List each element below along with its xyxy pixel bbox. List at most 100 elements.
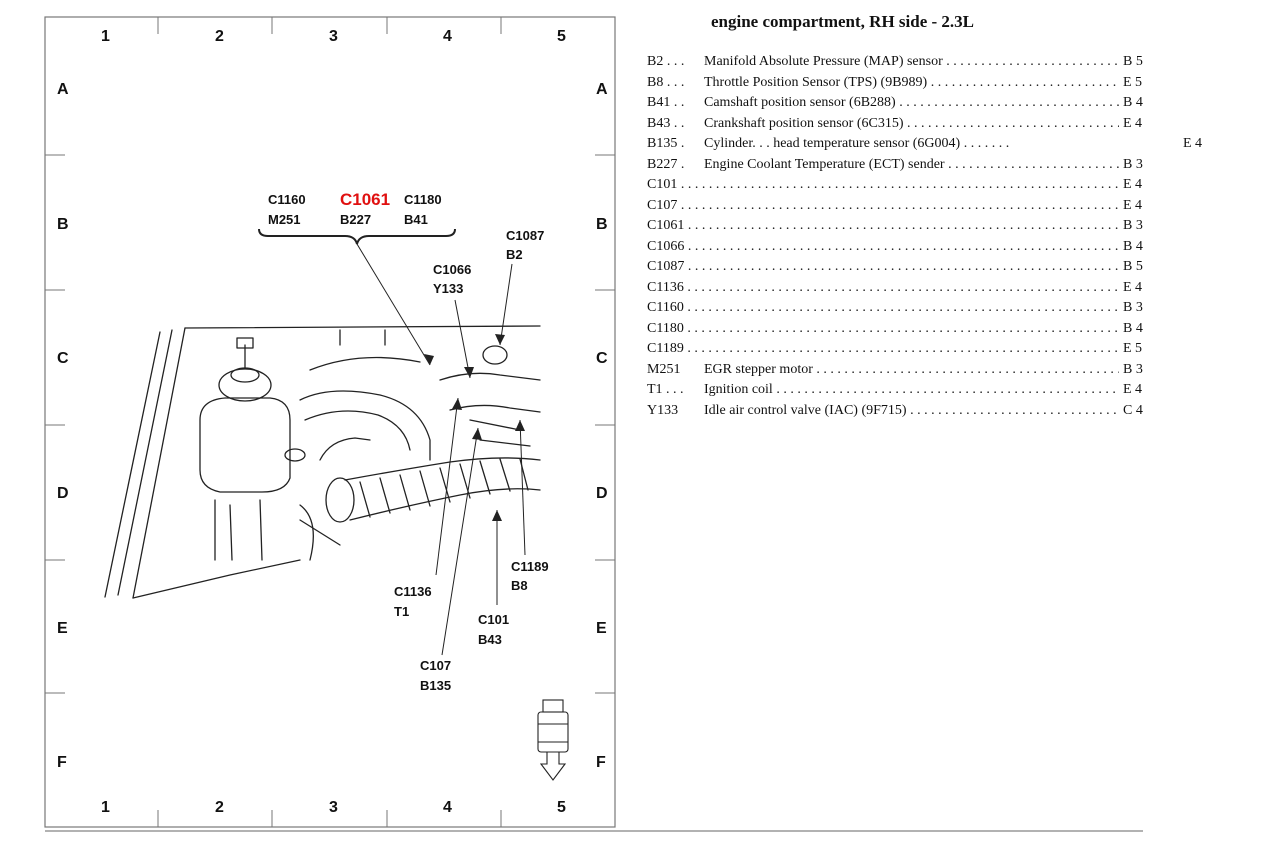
legend-item: B135 . Cylinder. . . head temperature sen… <box>647 134 1223 155</box>
callout-y133: Y133 <box>433 281 463 296</box>
callout-t1: T1 <box>394 604 409 619</box>
legend-code: C1061 <box>647 216 1119 237</box>
legend-item: T1 . . . Ignition coilE 4 <box>647 380 1207 401</box>
legend-code: B43 . . <box>647 115 685 131</box>
row-label-right-f: F <box>596 754 606 771</box>
row-label-left-f: F <box>57 754 67 771</box>
legend-item: C101E 4 <box>647 175 1207 196</box>
legend-code: M251 <box>647 361 681 377</box>
legend-description: Throttle Position Sensor (TPS) (9B989) <box>704 73 1124 94</box>
callout-c1066: C1066 <box>433 262 471 277</box>
legend-item: C1066B 4 <box>647 236 1207 257</box>
legend-location: E 5 <box>1119 339 1163 360</box>
legend-item: Y133 Idle air control valve (IAC) (9F715)… <box>647 400 1207 422</box>
col-label-top-2: 2 <box>215 28 224 45</box>
legend-location: B 3 <box>1119 359 1163 380</box>
legend-item: B41 . . Camshaft position sensor (6B288)B… <box>647 93 1207 114</box>
engine-illustration <box>104 325 541 599</box>
callout-c1136: C1136 <box>394 584 432 599</box>
legend-location: E 4 <box>1119 380 1163 401</box>
row-label-right-b: B <box>596 216 608 233</box>
legend-location: E 4 <box>1119 175 1163 196</box>
row-label-left-d: D <box>57 485 69 502</box>
legend-title: engine compartment, RH side - 2.3L <box>711 12 975 31</box>
legend-item: C107E 4 <box>647 195 1207 216</box>
row-label-right-c: C <box>596 350 608 367</box>
legend-location: E 4 <box>1119 195 1163 216</box>
row-label-left-c: C <box>57 350 69 367</box>
col-label-bottom-1: 1 <box>101 799 110 816</box>
legend-description: Ignition coil <box>704 380 1124 401</box>
row-label-right-a: A <box>596 81 608 98</box>
legend-location: C 4 <box>1119 400 1163 421</box>
callout-leaders <box>258 228 526 656</box>
legend-location: B 4 <box>1119 93 1163 114</box>
legend-code: C1189 <box>647 339 1119 360</box>
legend-item: B227 . Engine Coolant Temperature (ECT) s… <box>647 154 1207 176</box>
legend-code: B2 . . . <box>647 54 685 69</box>
legend-location: B 4 <box>1119 318 1163 339</box>
legend-location: B 3 <box>1119 154 1163 175</box>
legend-description: Engine Coolant Temperature (ECT) sender <box>704 155 1124 176</box>
legend-code: B135 . <box>647 136 685 151</box>
legend-code: B41 . . <box>647 95 685 110</box>
legend-code: C1180 <box>647 319 1119 340</box>
legend-description: Idle air control valve (IAC) (9F715) <box>704 401 1124 422</box>
legend-code: B227 . <box>647 156 685 172</box>
legend-code: C101 <box>647 175 1119 196</box>
legend-description: Camshaft position sensor (6B288) <box>704 93 1124 114</box>
col-label-top-3: 3 <box>329 28 338 45</box>
grid-ticks <box>45 17 615 827</box>
legend-code: C1087 <box>647 257 1119 278</box>
col-label-bottom-5: 5 <box>557 799 566 816</box>
row-label-right-e: E <box>596 620 607 637</box>
front-of-vehicle-icon <box>537 699 569 781</box>
legend-location: E 4 <box>1179 134 1223 155</box>
row-label-left-e: E <box>57 620 68 637</box>
legend-item: B8 . . . Throttle Position Sensor (TPS) (… <box>647 72 1207 94</box>
legend-code: C1160 <box>647 298 1119 319</box>
legend-description: Cylinder. . . head temperature sensor (6… <box>704 136 1010 151</box>
callout-c1061-highlighted: C1061 <box>340 190 390 209</box>
legend-location: B 3 <box>1119 216 1163 237</box>
col-label-top-1: 1 <box>101 28 110 45</box>
col-label-top-5: 5 <box>557 28 566 45</box>
legend-location: E 5 <box>1119 72 1163 93</box>
legend-item: B2 . . . Manifold Absolute Pressure (MAP)… <box>647 52 1207 73</box>
col-label-top-4: 4 <box>443 28 452 45</box>
component-legend: B2 . . . Manifold Absolute Pressure (MAP)… <box>647 52 1223 422</box>
legend-location: B 5 <box>1119 257 1163 278</box>
legend-description: Crankshaft position sensor (6C315) <box>704 114 1124 135</box>
callout-arrowheads <box>424 334 525 521</box>
legend-code: B8 . . . <box>647 74 685 90</box>
legend-item: C1189E 5 <box>647 339 1207 360</box>
col-label-bottom-3: 3 <box>329 799 338 816</box>
callout-c1087: C1087 <box>506 228 544 243</box>
callout-m251: M251 <box>268 212 301 227</box>
legend-description: Manifold Absolute Pressure (MAP) sensor <box>704 52 1124 73</box>
legend-location: E 4 <box>1119 113 1163 134</box>
callout-c101: C101 <box>478 612 509 627</box>
legend-code: T1 . . . <box>647 382 684 397</box>
legend-code: C1136 <box>647 278 1119 299</box>
callout-b43: B43 <box>478 632 502 647</box>
diagram-frame <box>44 16 616 828</box>
callout-c1180: C1180 <box>404 192 442 207</box>
callout-b41: B41 <box>404 212 428 227</box>
legend-code: Y133 <box>647 402 679 418</box>
legend-location: B 3 <box>1119 298 1163 319</box>
legend-item: C1160B 3 <box>647 298 1207 319</box>
callout-c1189: C1189 <box>511 559 549 574</box>
col-label-bottom-2: 2 <box>215 799 224 816</box>
callout-b227: B227 <box>340 212 371 227</box>
legend-location: E 4 <box>1119 277 1163 298</box>
callout-b135: B135 <box>420 678 451 693</box>
callout-c1160: C1160 <box>268 192 306 207</box>
legend-item: B43 . . Crankshaft position sensor (6C315… <box>647 113 1207 135</box>
legend-location: B 5 <box>1119 52 1163 73</box>
row-label-left-a: A <box>57 81 69 98</box>
